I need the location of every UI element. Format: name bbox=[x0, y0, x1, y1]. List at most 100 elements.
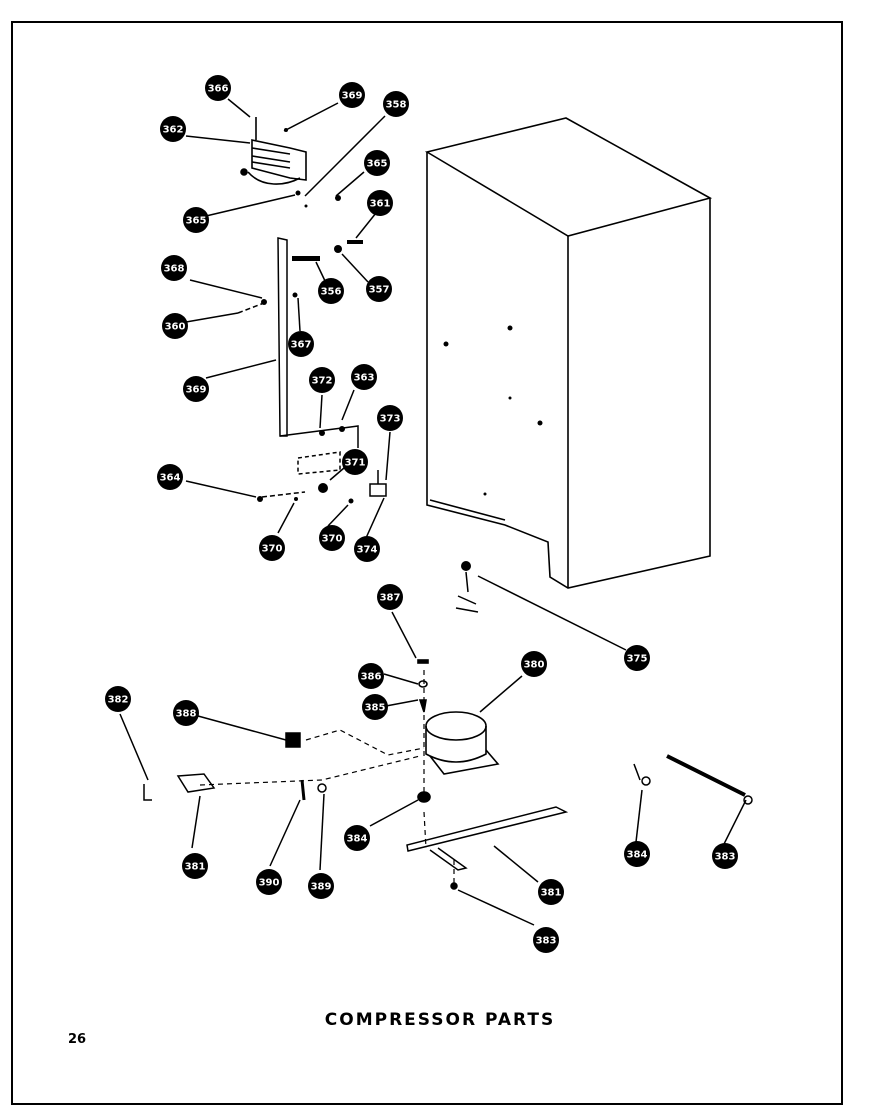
callout-bubble bbox=[162, 313, 188, 339]
callout-label: 372 bbox=[312, 376, 333, 387]
bracket-and-leads bbox=[237, 237, 479, 613]
callout-label: 380 bbox=[524, 660, 545, 671]
callout-label: 371 bbox=[345, 458, 366, 469]
cabinet bbox=[424, 117, 713, 589]
callout-label: 369 bbox=[342, 91, 363, 102]
callout-bubble bbox=[161, 255, 187, 281]
callout-label: 357 bbox=[369, 285, 390, 296]
mounting-rail bbox=[406, 806, 569, 890]
callout-bubble bbox=[712, 843, 738, 869]
callout-label: 367 bbox=[291, 340, 312, 351]
callout-367-mid: 367 bbox=[288, 331, 314, 357]
callout-372: 372 bbox=[309, 367, 335, 393]
callout-bubble bbox=[366, 276, 392, 302]
callout-bubble bbox=[383, 91, 409, 117]
callout-363: 363 bbox=[351, 364, 377, 390]
callout-label: 383 bbox=[536, 936, 557, 947]
callout-bubble bbox=[354, 536, 380, 562]
callout-369-bracket: 369 bbox=[183, 376, 209, 402]
callout-bubble bbox=[624, 645, 650, 671]
callout-label: 370 bbox=[262, 544, 283, 555]
callout-label: 363 bbox=[354, 373, 375, 384]
callout-label: 389 bbox=[311, 882, 332, 893]
callout-bubble bbox=[183, 376, 209, 402]
callout-364-left: 364 bbox=[157, 464, 183, 490]
callout-bubble bbox=[342, 449, 368, 475]
callout-385: 385 bbox=[362, 694, 388, 720]
callout-380: 380 bbox=[521, 651, 547, 677]
callout-label: 365 bbox=[186, 216, 207, 227]
callout-label: 390 bbox=[259, 878, 280, 889]
callout-bubble bbox=[309, 367, 335, 393]
callout-366-top: 366 bbox=[205, 75, 231, 101]
callout-bubble bbox=[362, 694, 388, 720]
callout-386: 386 bbox=[358, 663, 384, 689]
callout-369-top: 369 bbox=[339, 82, 365, 108]
callout-358: 358 bbox=[383, 91, 409, 117]
callout-bubble bbox=[183, 207, 209, 233]
callout-370-left: 370 bbox=[259, 535, 285, 561]
callout-label: 369 bbox=[186, 385, 207, 396]
callout-label: 386 bbox=[361, 672, 382, 683]
callout-label: 360 bbox=[165, 322, 186, 333]
callout-label: 387 bbox=[380, 593, 401, 604]
callout-360: 360 bbox=[162, 313, 188, 339]
callout-bubble bbox=[160, 116, 186, 142]
callout-label: 361 bbox=[370, 199, 391, 210]
callout-370-right: 370 bbox=[319, 525, 345, 551]
callout-bubble bbox=[538, 879, 564, 905]
callout-bubble bbox=[358, 663, 384, 689]
callout-label: 368 bbox=[164, 264, 185, 275]
callout-bubble bbox=[344, 825, 370, 851]
callout-bubble bbox=[205, 75, 231, 101]
callout-bubble bbox=[377, 405, 403, 431]
callout-bubble bbox=[157, 464, 183, 490]
callout-bubble bbox=[521, 651, 547, 677]
callout-label: 366 bbox=[208, 84, 229, 95]
callout-label: 364 bbox=[160, 473, 181, 484]
callout-bubble bbox=[288, 331, 314, 357]
callout-356: 356 bbox=[318, 278, 344, 304]
callout-bubble bbox=[533, 927, 559, 953]
callout-381-left: 381 bbox=[182, 853, 208, 879]
callout-382: 382 bbox=[105, 686, 131, 712]
callout-383-bottom: 383 bbox=[533, 927, 559, 953]
callout-bubble bbox=[259, 535, 285, 561]
leader-lines bbox=[119, 98, 747, 926]
callout-label: 362 bbox=[163, 125, 184, 136]
callout-label: 370 bbox=[322, 534, 343, 545]
diagram-caption: COMPRESSOR PARTS bbox=[324, 1010, 556, 1030]
callout-label: 385 bbox=[365, 703, 386, 714]
page-number: 26 bbox=[68, 1032, 87, 1047]
callout-389: 389 bbox=[308, 873, 334, 899]
callout-label: 375 bbox=[627, 654, 648, 665]
callout-383-right: 383 bbox=[712, 843, 738, 869]
callout-label: 383 bbox=[715, 852, 736, 863]
callout-390: 390 bbox=[256, 869, 282, 895]
callout-381-bottom: 381 bbox=[538, 879, 564, 905]
callout-bubble bbox=[319, 525, 345, 551]
callout-384-right: 384 bbox=[624, 841, 650, 867]
callout-bubble bbox=[367, 190, 393, 216]
callout-label: 388 bbox=[176, 709, 197, 720]
callout-label: 373 bbox=[380, 414, 401, 425]
callout-361-top: 361 bbox=[367, 190, 393, 216]
callout-bubble bbox=[377, 584, 403, 610]
callout-bubble bbox=[318, 278, 344, 304]
callout-365-left: 365 bbox=[183, 207, 209, 233]
callout-label: 358 bbox=[386, 100, 407, 111]
callout-371: 371 bbox=[342, 449, 368, 475]
callout-bubble bbox=[339, 82, 365, 108]
callout-bubble bbox=[256, 869, 282, 895]
callout-bubble bbox=[308, 873, 334, 899]
callout-label: 381 bbox=[185, 862, 206, 873]
callout-label: 374 bbox=[357, 545, 378, 556]
callout-368-upper: 368 bbox=[161, 255, 187, 281]
callout-362-top: 362 bbox=[160, 116, 186, 142]
callout-label: 382 bbox=[108, 695, 129, 706]
callout-388: 388 bbox=[173, 700, 199, 726]
callout-label: 384 bbox=[627, 850, 648, 861]
callout-bubble bbox=[182, 853, 208, 879]
